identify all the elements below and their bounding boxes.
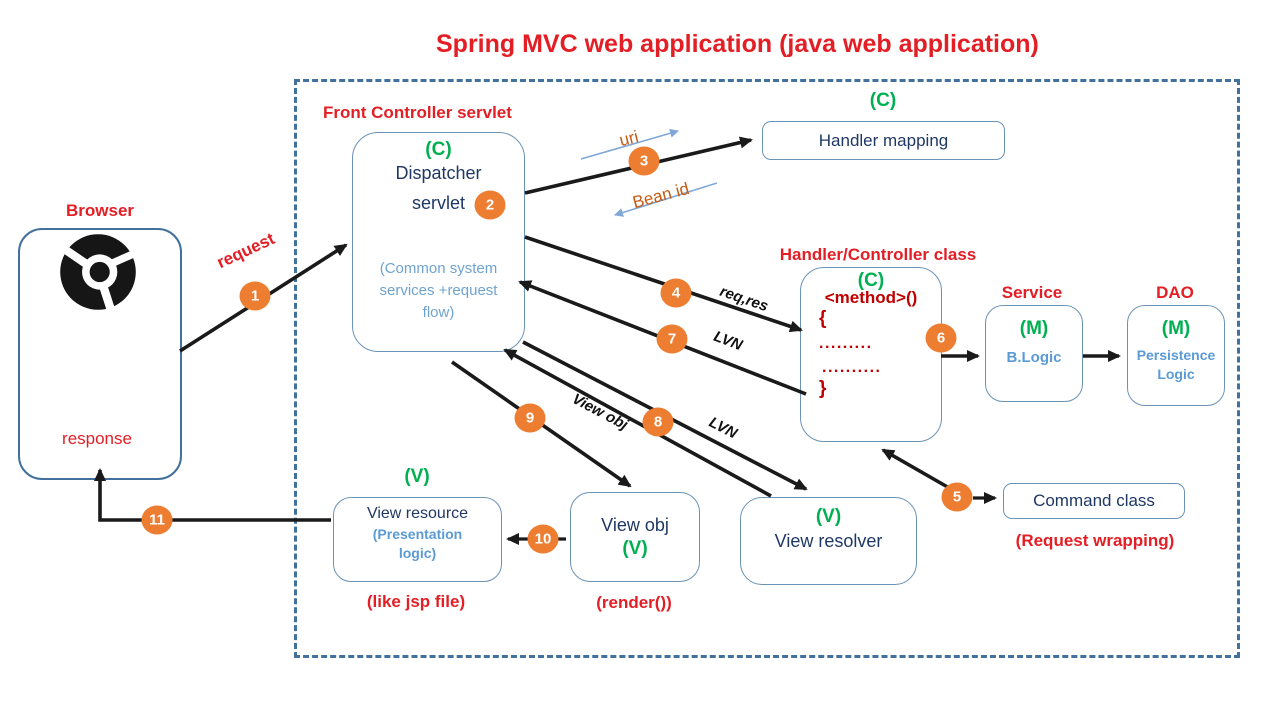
front-controller-heading: Front Controller servlet: [323, 103, 512, 122]
view-resource-box: View resource (Presentation logic): [333, 497, 502, 582]
view-obj-box: View obj (V): [570, 492, 700, 582]
command-class-label: Command class: [1033, 491, 1155, 510]
controller-close-brace: }: [819, 378, 827, 399]
view-resolver-stereotype: (V): [815, 506, 842, 527]
step-badge-5: 5: [941, 482, 973, 512]
handler-mapping-box: Handler mapping: [762, 121, 1005, 160]
view-resource-note: (Presentation logic): [372, 526, 463, 561]
chrome-browser-icon: [60, 234, 136, 313]
command-class-note: (Request wrapping): [1015, 531, 1175, 550]
controller-method: <method>(): [824, 288, 918, 307]
handler-mapping-label: Handler mapping: [818, 130, 949, 150]
view-resolver-label: View resolver: [774, 531, 883, 551]
view-resolver-box: (V) View resolver: [740, 497, 917, 585]
step-badge-7: 7: [656, 324, 688, 354]
dispatcher-title: Dispatcher servlet: [395, 163, 482, 213]
controller-body-dots-1: .........: [819, 335, 873, 352]
service-box: (M) B.Logic: [985, 305, 1083, 402]
dispatcher-servlet-box: (C) Dispatcher servlet (Common system se…: [352, 132, 525, 352]
view-obj-label: View obj: [601, 515, 669, 535]
response-label: response: [62, 429, 132, 448]
controller-heading: Handler/Controller class: [779, 245, 977, 264]
step-badge-1: 1: [239, 281, 271, 311]
step-badge-8: 8: [642, 407, 674, 437]
step-badge-10: 10: [527, 524, 559, 554]
page-title: Spring MVC web application (java web app…: [436, 30, 1039, 58]
service-label: B.Logic: [1006, 349, 1062, 366]
application-boundary-frame: [294, 79, 1240, 658]
view-resource-stereotype: (V): [404, 466, 430, 487]
dispatcher-note: (Common system services +request flow): [379, 260, 498, 321]
service-stereotype: (M): [1019, 318, 1049, 339]
controller-stereotype: (C): [857, 270, 885, 291]
controller-open-brace: {: [819, 308, 827, 329]
step-badge-11: 11: [141, 505, 173, 535]
step-badge-3: 3: [628, 146, 660, 176]
controller-body-dots-2: ..........: [822, 359, 882, 376]
view-obj-note: (render()): [596, 593, 672, 612]
handler-mapping-stereotype: (C): [869, 90, 897, 111]
dao-heading: DAO: [1156, 283, 1194, 302]
dao-label: Persistence Logic: [1136, 347, 1216, 382]
step-badge-6: 6: [925, 323, 957, 353]
command-class-box: Command class: [1003, 483, 1185, 519]
step-badge-4: 4: [660, 278, 692, 308]
controller-box: (C) <method>() { ......... .......... }: [800, 267, 942, 442]
request-label: request: [213, 228, 278, 273]
view-resource-label: View resource: [366, 505, 469, 522]
service-heading: Service: [1001, 283, 1063, 302]
step-badge-2: 2: [474, 190, 506, 220]
view-resource-caption: (like jsp file): [366, 592, 466, 611]
browser-heading: Browser: [65, 201, 135, 220]
dispatcher-stereotype: (C): [425, 139, 452, 160]
view-obj-stereotype: (V): [622, 538, 648, 559]
dao-stereotype: (M): [1161, 318, 1191, 339]
step-badge-9: 9: [514, 403, 546, 433]
dao-box: (M) Persistence Logic: [1127, 305, 1225, 406]
